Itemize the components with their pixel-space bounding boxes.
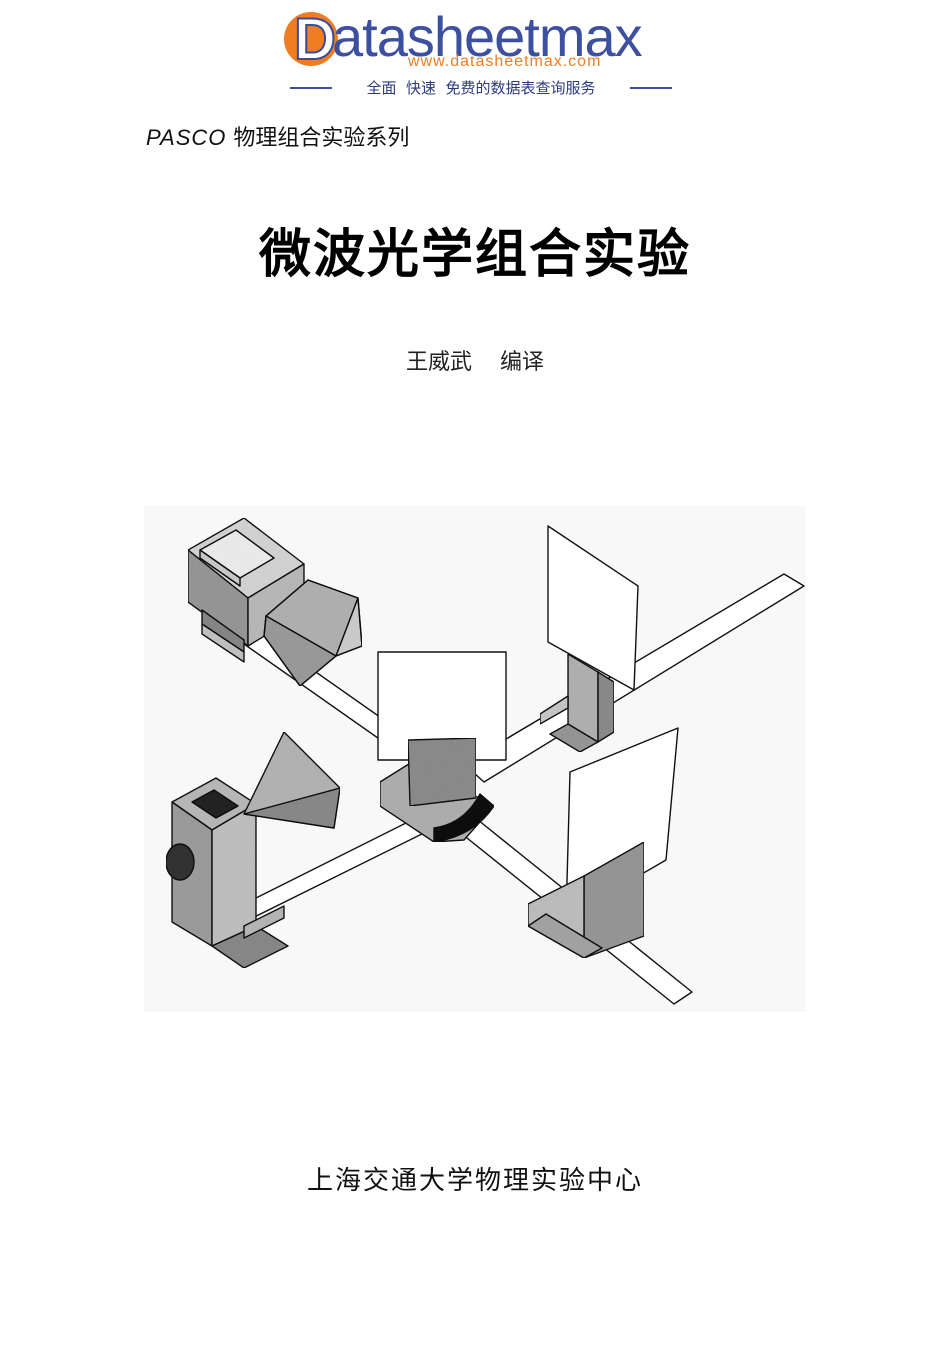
logo-tagline-row: 全面 快速 免费的数据表查询服务: [290, 76, 672, 98]
receiver-unit: [165, 731, 341, 969]
logo-wordmark: atasheetmax: [332, 5, 643, 68]
center-plate-grey: [407, 737, 477, 807]
reflector-holder-lower: [527, 841, 645, 959]
series-heading: PASCO 物理组合实验系列: [146, 120, 409, 152]
transmitter-unit: [187, 517, 363, 687]
logo-initial: D: [293, 6, 337, 73]
publisher: 上海交通大学物理实验中心: [306, 1166, 643, 1196]
datasheetmax-logo[interactable]: D atasheetmax www.datasheetmax.com 全面 快速…: [280, 5, 680, 98]
logo-d-icon: D: [284, 6, 338, 73]
reflector-holder-upper: [539, 653, 615, 753]
author-line: 王威武 编译: [406, 350, 544, 375]
tagline-rule-left: [290, 87, 332, 89]
series-brand: PASCO: [146, 125, 227, 150]
apparatus-illustration: [144, 506, 806, 1012]
reflector-panel-upper: [547, 525, 639, 691]
center-plate-upper: [377, 651, 507, 761]
series-text: 物理组合实验系列: [233, 126, 410, 151]
document-title: 微波光学组合实验: [258, 225, 691, 285]
logo-url: www.datasheetmax.com: [408, 53, 602, 70]
logo-tagline: 全面 快速 免费的数据表查询服务: [366, 79, 596, 97]
tagline-rule-right: [630, 87, 672, 89]
